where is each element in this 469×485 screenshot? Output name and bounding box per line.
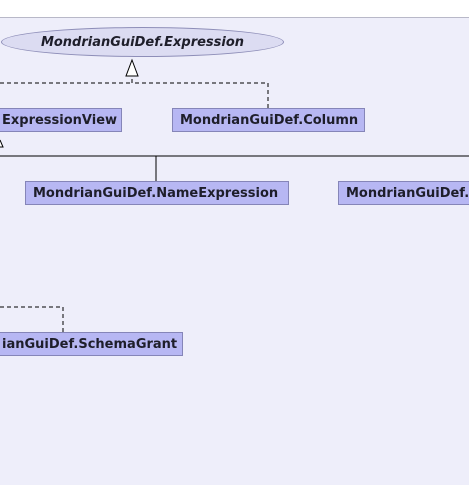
realization-edge-column [131,76,269,108]
class-node-label: ExpressionView [2,112,118,128]
class-node-label: MondrianGuiDef.NameExpression [33,185,279,201]
class-node-expression-view[interactable]: ExpressionView [0,108,122,132]
interface-node-label: MondrianGuiDef.Expression [40,34,245,50]
interface-node-expression[interactable]: MondrianGuiDef.Expression [1,27,284,57]
class-node-label: MondrianGuiDef.Column [180,112,359,128]
class-node-name-expression[interactable]: MondrianGuiDef.NameExpression [25,181,289,205]
class-node-schema-grant[interactable]: ianGuiDef.SchemaGrant [0,332,183,356]
class-node-label: MondrianGuiDef. [346,185,469,201]
realization-arrowhead [125,58,139,77]
dependency-edge-schema-grant [0,306,64,332]
class-node-label: ianGuiDef.SchemaGrant [2,336,178,352]
class-node-partial-right[interactable]: MondrianGuiDef. [338,181,469,205]
class-node-column[interactable]: MondrianGuiDef.Column [172,108,365,132]
generalization-arrowhead-partial [0,139,4,148]
diagram-canvas [0,17,469,485]
